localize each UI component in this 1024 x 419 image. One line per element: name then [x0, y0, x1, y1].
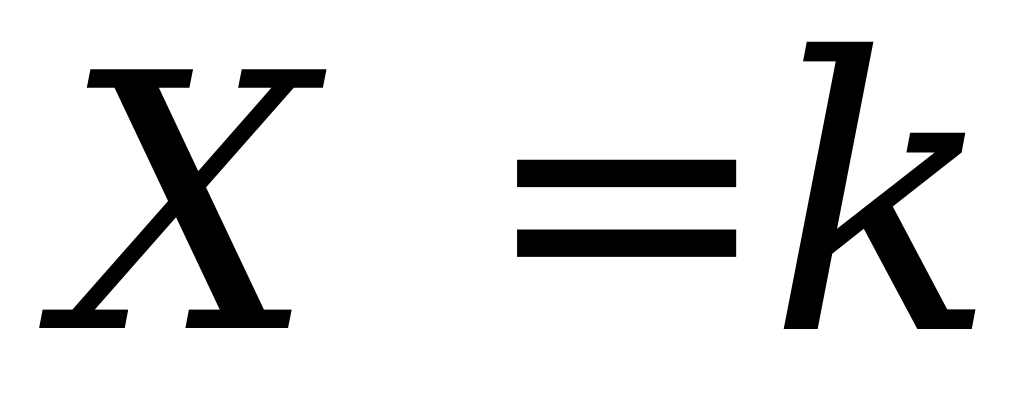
formula-equals-sign: = — [480, 0, 774, 401]
formula-variable-k: k — [768, 0, 998, 419]
formula-variable-x: X — [62, 0, 315, 412]
